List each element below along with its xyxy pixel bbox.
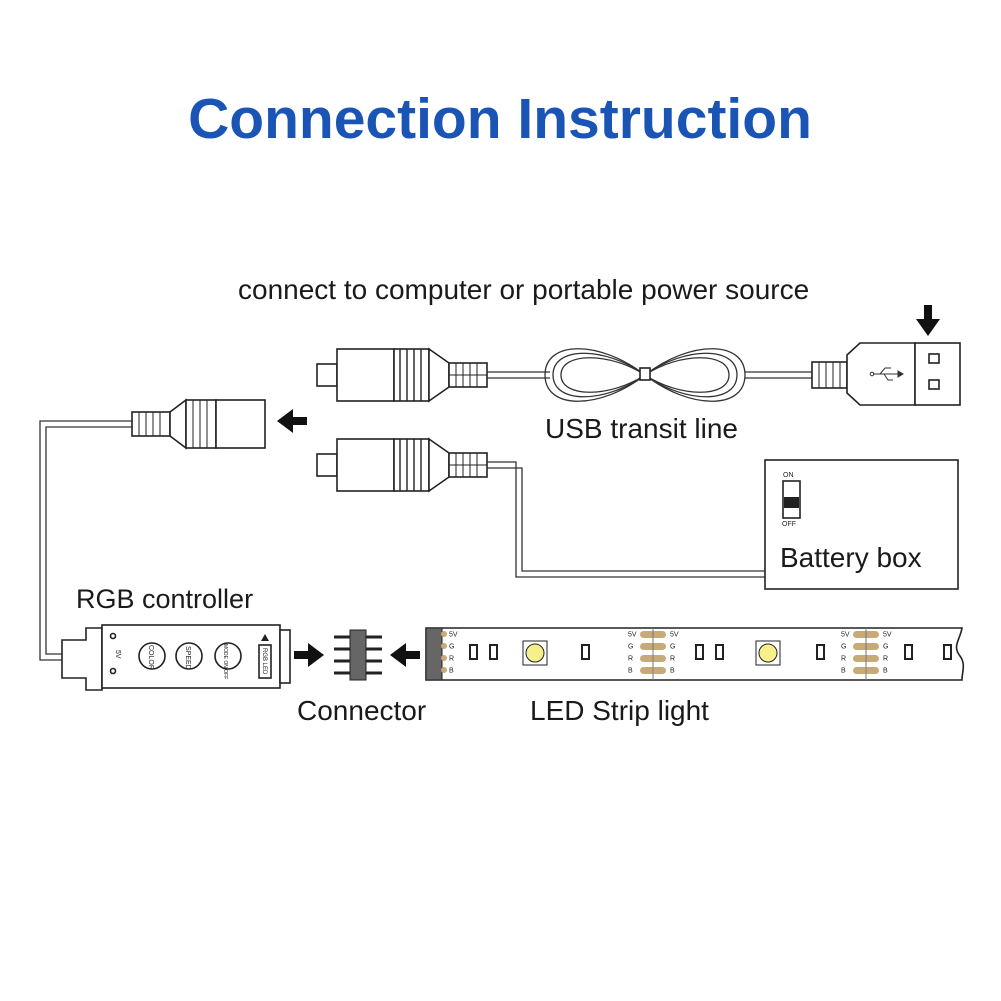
- power-source-label: connect to computer or portable power so…: [238, 274, 809, 305]
- resistor: [715, 644, 724, 660]
- usb-icon: [869, 367, 904, 381]
- solder-pad: [441, 631, 447, 637]
- pin-label: 5V: [841, 632, 850, 639]
- connector: [334, 629, 382, 681]
- pin-label: 5V: [670, 632, 679, 639]
- speed-button[interactable]: [175, 642, 203, 670]
- solder-pad: [441, 667, 447, 673]
- pin-label: 5V: [628, 632, 637, 639]
- rgb-controller-label: RGB controller: [76, 584, 253, 614]
- pin-label: B: [670, 668, 675, 675]
- controller-wire: [39, 420, 132, 661]
- usb-line-label: USB transit line: [545, 413, 738, 444]
- dc-plug-usb: [317, 349, 487, 401]
- controller-voltage: 5V: [114, 650, 121, 659]
- resistor: [469, 644, 478, 660]
- dc-plug-battery: [317, 439, 487, 491]
- usb-plug: [811, 342, 961, 406]
- resistor: [816, 644, 825, 660]
- resistor: [943, 644, 952, 660]
- led-light: [525, 643, 545, 663]
- led-strip-label: LED Strip light: [530, 695, 709, 726]
- resistor: [489, 644, 498, 660]
- speed-button-label: SPEED: [184, 646, 191, 670]
- dc-female-jack: [131, 398, 266, 450]
- pin-label: B: [841, 668, 846, 675]
- pin-label: G: [670, 644, 675, 651]
- pin-label: G: [449, 644, 454, 651]
- pin-label: B: [449, 668, 454, 675]
- switch-on-label: ON: [783, 472, 794, 479]
- battery-box-label: Battery box: [780, 542, 922, 573]
- battery-wire: [487, 461, 765, 578]
- pin-label: G: [628, 644, 633, 651]
- resistor: [581, 644, 590, 660]
- led-light: [758, 643, 778, 663]
- pin-label: G: [841, 644, 846, 651]
- pin-label: B: [628, 668, 633, 675]
- color-button[interactable]: [138, 642, 166, 670]
- pin-label: G: [883, 644, 888, 651]
- warning-icon: [261, 634, 269, 641]
- pin-label: 5V: [449, 632, 458, 639]
- left-arrow-icon: [277, 409, 307, 433]
- pin-label: R: [628, 656, 633, 663]
- switch-off-label: OFF: [782, 521, 796, 528]
- mode-button-label: MODE ON/OFF: [222, 644, 228, 679]
- page-title: Connection Instruction: [188, 87, 812, 151]
- cable-tie: [639, 367, 651, 381]
- controller-badge: RGB LED: [261, 648, 267, 675]
- solder-pad: [441, 655, 447, 661]
- resistor: [695, 644, 704, 660]
- down-arrow-icon: [916, 305, 940, 336]
- pin-label: R: [883, 656, 888, 663]
- pin-label: R: [449, 656, 454, 663]
- usb-transit-line: USB transit line: [317, 342, 961, 444]
- solder-pad: [441, 643, 447, 649]
- left-arrow-icon: [390, 643, 420, 667]
- rgb-controller: 5V COLOR SPEED MODE ON/OFF RGB LED: [61, 624, 291, 691]
- pin-label: 5V: [883, 632, 892, 639]
- mode-button[interactable]: [214, 642, 242, 670]
- connector-label: Connector: [297, 695, 426, 726]
- resistor: [904, 644, 913, 660]
- pin-label: B: [883, 668, 888, 675]
- color-button-label: COLOR: [147, 645, 154, 670]
- right-arrow-icon: [294, 643, 324, 667]
- pin-label: R: [670, 656, 675, 663]
- pin-label: R: [841, 656, 846, 663]
- battery-box: ON OFF Battery box: [764, 459, 959, 590]
